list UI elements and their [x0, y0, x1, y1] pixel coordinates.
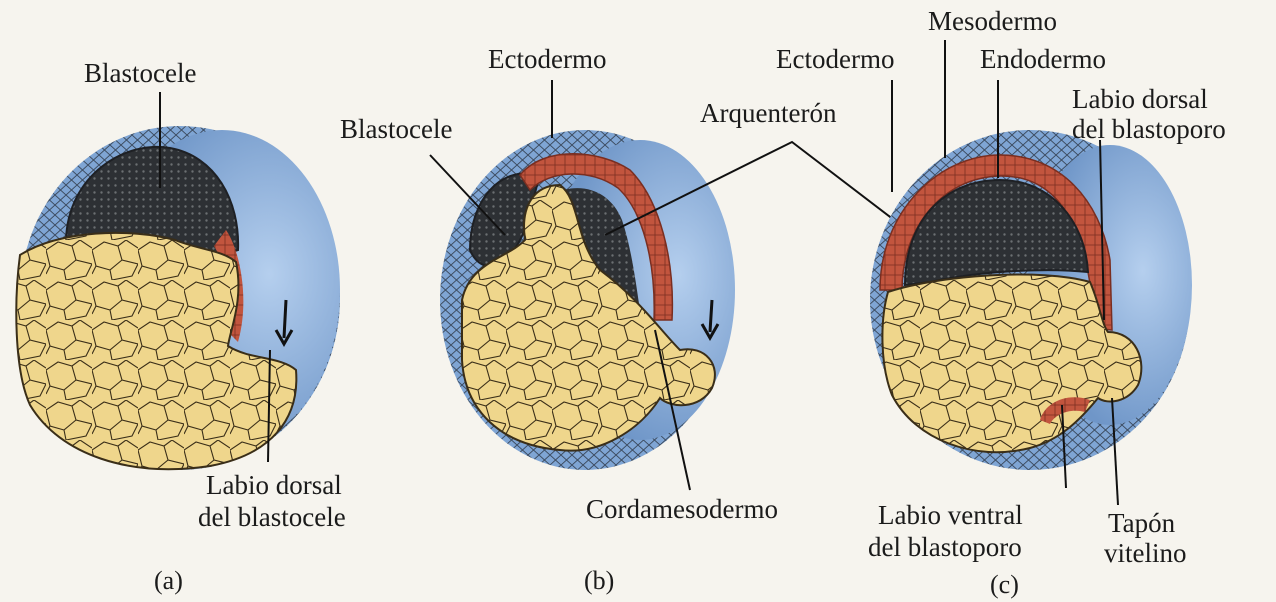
- panel-a-blastocele-label: Blastocele: [84, 58, 196, 88]
- panel-b-cordamesodermo-label: Cordamesodermo: [586, 494, 778, 524]
- panel-c-mesodermo-label: Mesodermo: [928, 6, 1057, 36]
- panel-c-yolk-plug-label-line1: Tapón: [1108, 508, 1175, 538]
- panel-c-dorsal-lip-label-line1: Labio dorsal: [1072, 84, 1208, 114]
- panel-c-ventral-lip-label-line1: Labio ventral: [878, 500, 1023, 530]
- panel-a-embryo: [16, 92, 340, 470]
- panel-c-yolk-plug-label-line2: vitelino: [1104, 538, 1187, 568]
- panel-b-tag: (b): [584, 566, 614, 596]
- panel-a-dorsal-lip-label-line1: Labio dorsal: [206, 470, 342, 500]
- panel-c-ventral-lip-label-line2: del blastoporo: [868, 532, 1022, 562]
- panel-b-ectodermo-label: Ectodermo: [488, 44, 606, 74]
- panel-b-embryo: [430, 80, 735, 490]
- arquenteron-label: Arquenterón: [700, 98, 836, 128]
- panel-c-ectodermo-label: Ectodermo: [776, 44, 894, 74]
- panel-b-blastocele-label: Blastocele: [340, 114, 452, 144]
- panel-c-endodermo-label: Endodermo: [980, 44, 1106, 74]
- panel-c-dorsal-lip-label-line2: del blastoporo: [1072, 114, 1226, 144]
- panel-a-tag: (a): [154, 566, 183, 596]
- panel-c-tag: (c): [990, 570, 1019, 600]
- panel-a-dorsal-lip-label-line2: del blastocele: [198, 502, 346, 532]
